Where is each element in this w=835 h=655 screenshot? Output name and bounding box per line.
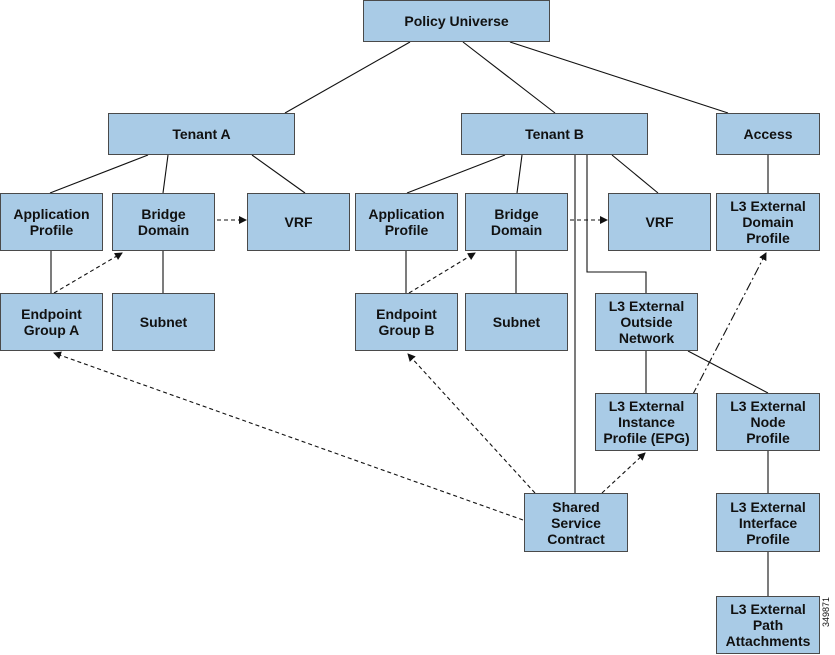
node-l3-external-path-attachments: L3 External Path Attachments (716, 596, 820, 654)
figure-id: 349871 (821, 596, 831, 627)
arrow-epg-a-bridge (53, 252, 123, 294)
node-bridge-domain-a: Bridge Domain (112, 193, 215, 251)
node-endpoint-group-a: Endpoint Group A (0, 293, 103, 351)
node-l3-external-domain-profile: L3 External Domain Profile (716, 193, 820, 251)
node-subnet-a: Subnet (112, 293, 215, 351)
node-l3-external-outside-network: L3 External Outside Network (595, 293, 698, 351)
line-universe-access (509, 41, 729, 114)
node-subnet-b: Subnet (465, 293, 568, 351)
line-tenant-b-outside (586, 155, 647, 293)
line-universe-tenant-b (462, 41, 556, 114)
arrow-contract-epg-a (53, 351, 524, 521)
line-universe-tenant-a (284, 41, 411, 114)
line-tenant-b-bridge (516, 154, 523, 194)
line-tenant-b-vrf (611, 154, 659, 194)
node-l3-external-interface-profile: L3 External Interface Profile (716, 493, 820, 552)
line-tenant-b-appprofile (406, 154, 506, 194)
node-app-profile-a: Application Profile (0, 193, 103, 251)
node-bridge-domain-b: Bridge Domain (465, 193, 568, 251)
node-l3-external-instance-profile: L3 External Instance Profile (EPG) (595, 393, 698, 451)
node-l3-external-node-profile: L3 External Node Profile (716, 393, 820, 451)
line-tenant-a-bridge (162, 154, 169, 194)
line-outside-node (687, 350, 769, 394)
node-policy-universe: Policy Universe (363, 0, 550, 42)
arrow-instance-domain (685, 252, 767, 405)
node-tenant-b: Tenant B (461, 113, 648, 155)
node-shared-service-contract: Shared Service Contract (524, 493, 628, 552)
node-vrf-b: VRF (608, 193, 711, 251)
node-app-profile-b: Application Profile (355, 193, 458, 251)
node-vrf-a: VRF (247, 193, 350, 251)
node-access: Access (716, 113, 820, 155)
node-tenant-a: Tenant A (108, 113, 295, 155)
arrow-contract-instance (601, 452, 646, 494)
line-tenant-a-vrf (251, 154, 306, 194)
arrow-contract-epg-b (407, 353, 536, 494)
arrow-epg-b-bridge (408, 252, 476, 294)
line-tenant-a-appprofile (49, 154, 149, 194)
node-endpoint-group-b: Endpoint Group B (355, 293, 458, 351)
